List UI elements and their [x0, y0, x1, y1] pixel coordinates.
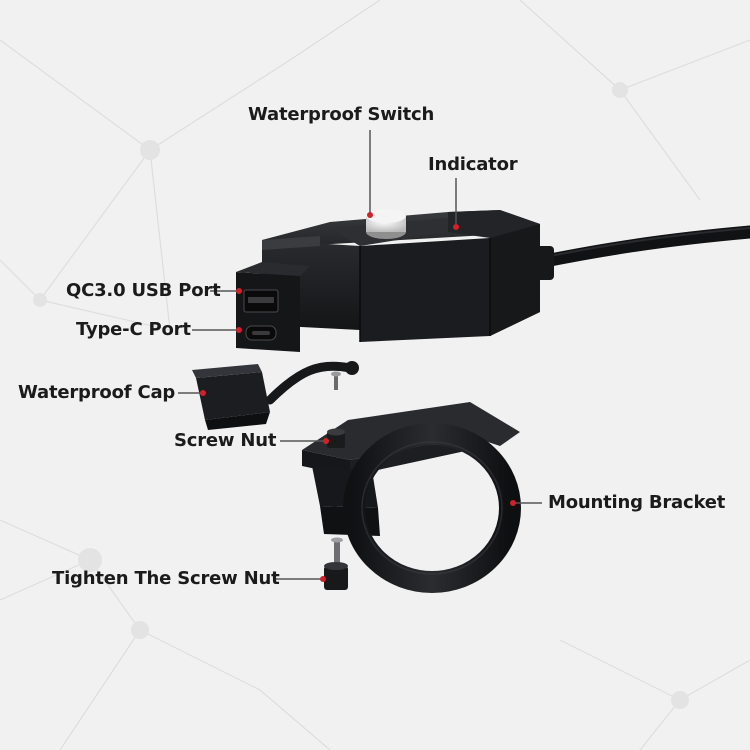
marker-dot-switch [367, 212, 373, 218]
marker-dot-typec [236, 327, 242, 333]
label-waterproof-switch: Waterproof Switch [248, 104, 435, 125]
label-mounting-bracket: Mounting Bracket [548, 492, 726, 513]
loose-screw [331, 371, 341, 390]
marker-dot-tighten [320, 576, 326, 582]
marker-dot-usb [236, 288, 242, 294]
tighten-screw-nut-part [324, 537, 348, 590]
port-module [236, 262, 310, 352]
power-cable [533, 225, 750, 269]
screw-nut-part [327, 428, 345, 448]
label-indicator: Indicator [428, 154, 518, 175]
background-network-nodes [33, 82, 689, 709]
marker-dot-indicator [453, 224, 459, 230]
mounting-bracket-part [302, 402, 521, 593]
label-screw-nut: Screw Nut [174, 430, 277, 451]
label-qc30-usb-port: QC3.0 USB Port [66, 280, 221, 301]
switch-knob [366, 209, 406, 239]
marker-dot-bracket [510, 500, 516, 506]
label-waterproof-cap: Waterproof Cap [18, 382, 176, 403]
marker-dot-cap [200, 390, 206, 396]
marker-dots [200, 212, 516, 582]
leader-lines [178, 130, 542, 580]
label-type-c-port: Type-C Port [76, 319, 191, 340]
label-tighten-the-screw-nut: Tighten The Screw Nut [52, 568, 280, 589]
marker-dot-screw-nut [323, 438, 329, 444]
waterproof-cap-part [192, 361, 359, 430]
charger-body [262, 210, 540, 342]
